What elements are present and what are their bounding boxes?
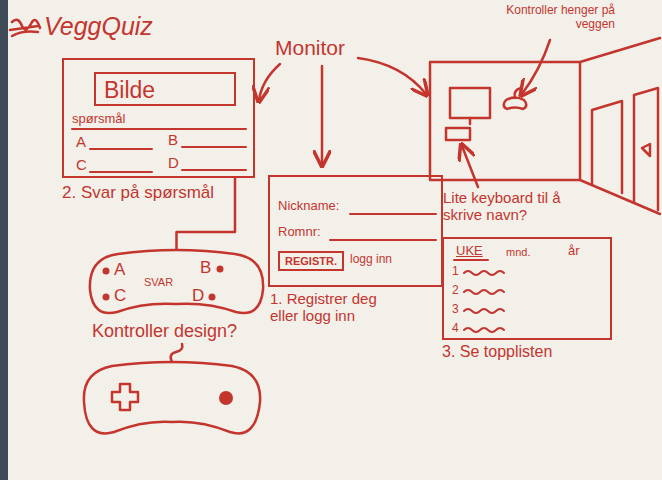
node-text: 4 [452,322,459,336]
decoration-line [330,239,436,241]
decoration-line [464,328,504,332]
node-text: Romnr: [278,225,321,240]
monitor-stand [469,118,472,124]
decoration-line [464,309,504,313]
controller-button [219,391,233,405]
screen-box: Nickname: Romnr: logg inn REGISTR. [268,175,443,287]
decoration-line [90,148,152,150]
node-text: D [168,154,179,171]
controller-node: A B SVAR C D [88,246,265,318]
note-label: Kontroller design? [92,321,237,342]
node-text: A [76,133,86,150]
node-text: D [192,286,204,306]
decoration-line [103,268,110,275]
decoration-line [217,266,224,273]
node-text: 3 [452,303,459,317]
controller-outline [88,246,265,318]
decoration-line [454,259,488,261]
door [634,88,658,210]
title-text: VeggQuiz [44,12,153,41]
monitor-arrow [259,64,280,100]
screen-box: spørsmålA B C D Bilde [62,58,255,178]
crossed-out-scribble [10,20,40,36]
node-text: UKE [456,244,483,259]
dpad-cross [112,384,138,410]
node-text: spørsmål [72,112,125,127]
paper-edge [0,0,8,480]
decoration-line [209,294,216,301]
screen-box: UKE mnd. år 1 2 3 4 [442,237,612,340]
leader-arrow [462,146,478,187]
note-label: 3. Se topplisten [442,343,552,361]
controller-outline-path [90,250,263,313]
decoration-line [90,171,152,173]
controller-design [84,362,260,433]
node-text: 2 [452,284,459,298]
controller-cable [171,344,183,362]
node-text: år [568,244,580,259]
inner-box: Bilde [94,72,236,106]
node-text: SVAR [144,276,173,289]
note-label: Kontroller henger på veggen [505,4,615,32]
room-walls [430,38,660,214]
decoration-line [182,169,246,171]
screen-decoration [88,246,265,318]
node-text: B [200,258,211,278]
ink-lines [10,20,660,434]
small-keyboard [446,128,470,140]
node-text: REGISTR. [285,255,337,268]
node-text: mnd. [506,246,530,259]
door [592,101,622,193]
decoration-line [464,290,504,294]
door-handle [642,144,650,156]
decoration-line [464,271,504,275]
node-text: C [76,156,87,173]
node-text: 1 [452,265,459,279]
decoration-line [72,128,246,130]
inner-box: REGISTR. [278,251,344,271]
node-text: logg inn [350,253,392,267]
note-label: Lite keyboard til å skrive navn? [443,189,583,224]
node-text: B [168,131,178,148]
node-text: Bilde [104,77,155,103]
room-monitor [450,88,490,118]
controller-cable [515,88,521,98]
decoration-line [350,213,436,215]
monitor-arrow [321,66,324,164]
note-label: Monitor [275,36,345,60]
leader-arrow [522,40,550,94]
node-text: A [114,260,125,280]
monitor-arrow [358,58,426,94]
node-text: Nickname: [278,199,339,214]
note-label: 2. Svar på spørsmål [62,183,214,203]
node-text: C [114,286,126,306]
decoration-line [182,146,246,148]
decoration-line [103,294,110,301]
note-label: 1. Registrer deg eller logg inn [270,290,405,325]
